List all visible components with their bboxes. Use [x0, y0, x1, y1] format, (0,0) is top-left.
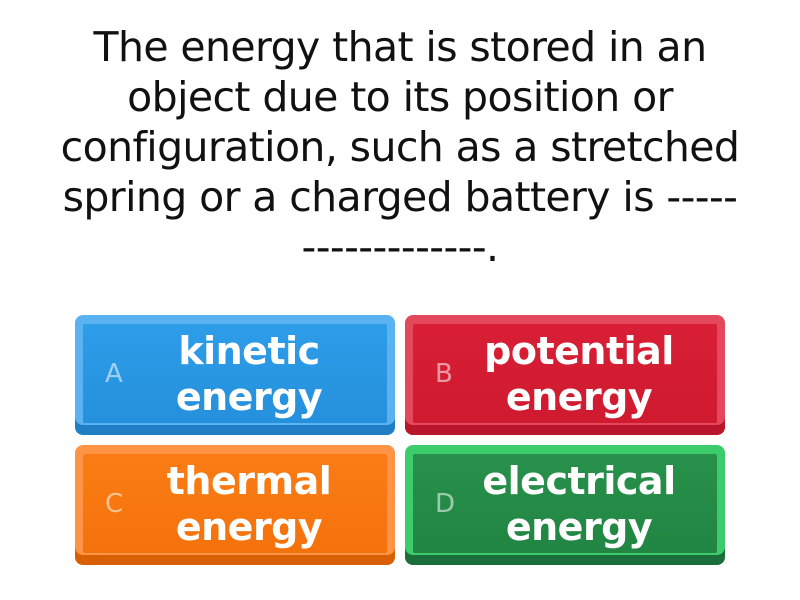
- answer-button-d[interactable]: D electrical energy: [405, 445, 725, 565]
- answer-face: C thermal energy: [83, 454, 387, 553]
- answer-button-b[interactable]: B potential energy: [405, 315, 725, 435]
- answer-label: potential energy: [484, 328, 674, 419]
- answer-letter: A: [105, 358, 123, 389]
- answer-face: B potential energy: [413, 324, 717, 423]
- answer-face: A kinetic energy: [83, 324, 387, 423]
- answer-label: kinetic energy: [175, 328, 323, 419]
- answer-letter: D: [435, 488, 456, 519]
- question-text: The energy that is stored in an object d…: [60, 23, 740, 271]
- answer-label: thermal energy: [166, 458, 332, 549]
- answer-face: D electrical energy: [413, 454, 717, 553]
- answer-label: electrical energy: [482, 458, 676, 549]
- answer-button-c[interactable]: C thermal energy: [75, 445, 395, 565]
- answer-letter: B: [435, 358, 453, 389]
- answer-button-a[interactable]: A kinetic energy: [75, 315, 395, 435]
- answer-letter: C: [105, 488, 124, 519]
